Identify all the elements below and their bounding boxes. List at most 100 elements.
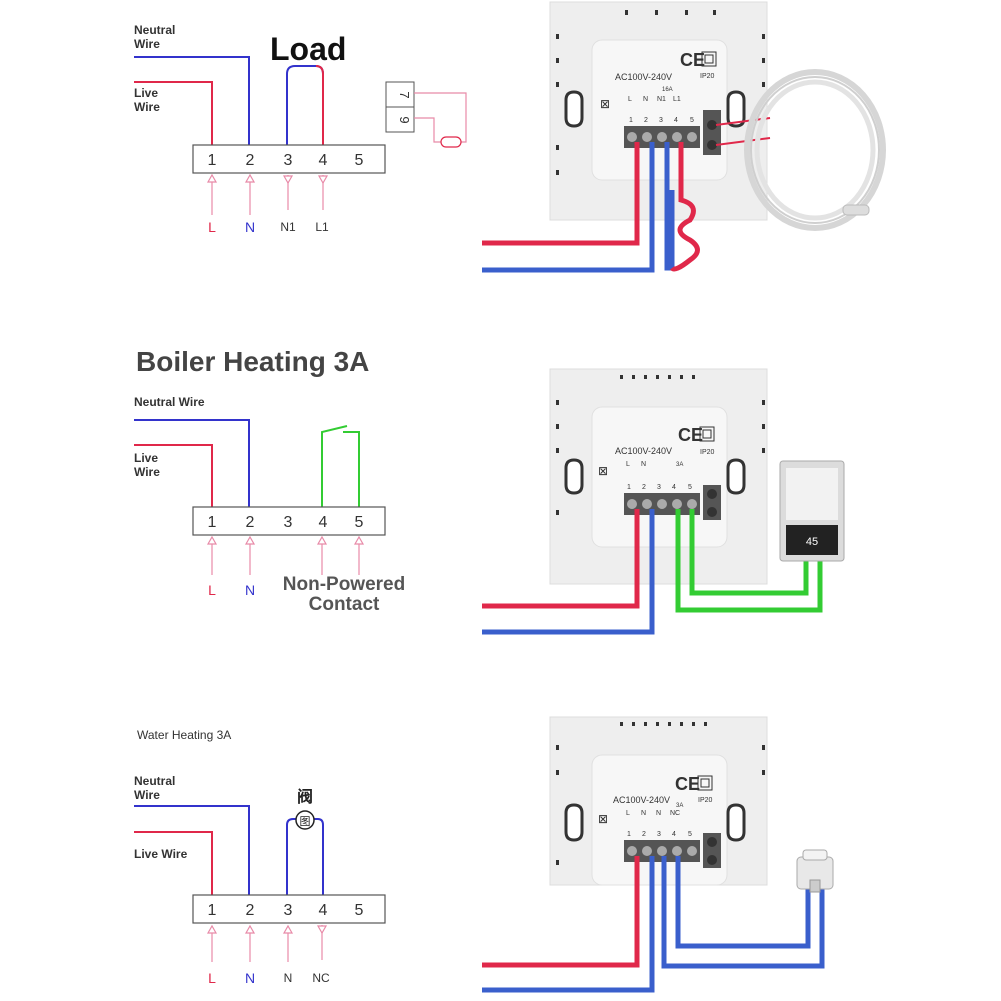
load-loop xyxy=(286,65,324,145)
device-rating-3: 3A xyxy=(676,803,683,809)
terminal-2-3: 3 xyxy=(284,514,293,531)
valve-label-inner: 图 xyxy=(300,815,311,828)
bottom-label-L-3: L xyxy=(208,970,216,986)
bottom-label-N1-1: N1 xyxy=(280,220,296,234)
terminal-1-3: 3 xyxy=(284,152,293,169)
bottom-label-N-3: N xyxy=(245,970,255,986)
dev3-num-3: 3 xyxy=(657,831,661,838)
live-wire-3 xyxy=(134,831,213,895)
live-wire-label-1b: Wire xyxy=(134,100,160,114)
neutral-wire-label-3b: Wire xyxy=(134,788,160,802)
device-voltage-3: AC100V-240V xyxy=(613,795,670,805)
terminal-3-4: 4 xyxy=(319,902,328,919)
sensor-terminal-7: 7 xyxy=(397,91,412,98)
bottom-label-NC-3: NC xyxy=(312,971,330,985)
live-wire-label-2b: Wire xyxy=(134,465,160,479)
bottom-label-L1-1: L1 xyxy=(315,220,329,234)
terminal-block-1 xyxy=(192,144,386,174)
neutral-wire-label-1b: Wire xyxy=(134,37,160,51)
device-rating-1: 16A xyxy=(662,87,673,93)
bottom-label-L-2: L xyxy=(208,582,216,598)
dev1-term-L: L xyxy=(628,96,632,103)
dev2-num-5: 5 xyxy=(688,484,692,491)
terminal-1-2: 2 xyxy=(246,152,255,169)
device-ip-2: IP20 xyxy=(700,449,715,456)
dev2-term-N: N xyxy=(641,461,646,468)
valve-loop xyxy=(286,818,324,895)
dev2-num-4: 4 xyxy=(672,484,676,491)
terminal-1-5: 5 xyxy=(355,152,364,169)
load-loop-red xyxy=(315,65,324,145)
neutral-wire-label-3: Neutral xyxy=(134,774,175,788)
dev3-num-1: 1 xyxy=(627,831,631,838)
device-photo-2: CE AC100V-240V IP20 3A ⊠ L N 1 2 3 4 5 4… xyxy=(482,368,845,635)
valve-icon xyxy=(295,810,315,830)
dev2-num-3: 3 xyxy=(657,484,661,491)
terminal-2-4: 4 xyxy=(319,514,328,531)
terminal-3-3: 3 xyxy=(284,902,293,919)
terminal-1-1: 1 xyxy=(208,152,217,169)
dev1-num-1: 1 xyxy=(629,117,633,124)
dev3-term-N: N xyxy=(641,810,646,817)
dev3-term-NC: NC xyxy=(670,810,680,817)
device-rating-2: 3A xyxy=(676,462,683,468)
bottom-label-N-2: N xyxy=(245,582,255,598)
svg-text:CE: CE xyxy=(680,50,705,70)
live-wire-label-1: Live xyxy=(134,86,158,100)
neutral-wire-label-1: Neutral xyxy=(134,23,175,37)
sensor-cable-coil xyxy=(744,69,886,231)
section-water-schematic: Water Heating 3A Neutral Wire Live Wire … xyxy=(134,728,386,986)
device-voltage-2: AC100V-240V xyxy=(615,446,672,456)
dev1-term-L1: L1 xyxy=(673,96,681,103)
terminal-3-5: 5 xyxy=(355,902,364,919)
bottom-label-L-1: L xyxy=(208,219,216,235)
terminal-1-4: 4 xyxy=(319,152,328,169)
non-powered-contact-label: Non-Powered xyxy=(283,574,405,595)
dev2-num-2: 2 xyxy=(642,484,646,491)
water-title: Water Heating 3A xyxy=(137,728,231,742)
dev2-term-L: L xyxy=(626,461,630,468)
terminal-3-1: 1 xyxy=(208,902,217,919)
dev3-term-L: L xyxy=(626,810,630,817)
terminal-2-2: 2 xyxy=(246,514,255,531)
dev3-term-N1: N xyxy=(656,810,661,817)
valve-label-top: 阀 xyxy=(297,787,313,806)
svg-text:CE: CE xyxy=(675,774,700,794)
non-powered-contact-label-b: Contact xyxy=(309,594,380,615)
dev3-num-5: 5 xyxy=(688,831,692,838)
neutral-wire-1 xyxy=(134,56,250,145)
section-boiler-schematic: Boiler Heating 3A Neutral Wire Live Wire… xyxy=(134,346,405,615)
contact-wire-left xyxy=(321,425,348,507)
load-title: Load xyxy=(270,31,346,67)
bottom-label-N-3b: N xyxy=(284,971,293,985)
live-wire-2 xyxy=(134,444,213,507)
neutral-wire-2 xyxy=(134,419,250,507)
dev1-num-5: 5 xyxy=(690,117,694,124)
live-wire-label-2: Live xyxy=(134,451,158,465)
sensor-wire xyxy=(414,92,467,143)
valve-actuator-icon xyxy=(796,849,834,893)
bottom-label-N-1: N xyxy=(245,219,255,235)
terminal-2-5: 5 xyxy=(355,514,364,531)
sensor-probe-icon xyxy=(440,136,462,148)
svg-text:⊠: ⊠ xyxy=(600,97,610,111)
live-wire-label-3: Live Wire xyxy=(134,847,188,861)
terminal-block-2 xyxy=(192,506,386,536)
device-photo-3: CE AC100V-240V IP20 3A ⊠ L N N NC 1 2 3 … xyxy=(482,716,834,993)
dev2-num-1: 1 xyxy=(627,484,631,491)
svg-text:CE: CE xyxy=(678,425,703,445)
neutral-wire-3 xyxy=(134,805,250,895)
contact-wire-right xyxy=(343,431,360,507)
dev1-num-2: 2 xyxy=(644,117,648,124)
dev1-num-4: 4 xyxy=(674,117,678,124)
sensor-terminal-9: 9 xyxy=(397,116,412,123)
svg-text:⊠: ⊠ xyxy=(598,812,608,826)
dev1-term-N1: N1 xyxy=(657,96,666,103)
device-photo-1: CE AC100V-240V IP20 16A ⊠ L N N1 L1 1 2 … xyxy=(482,1,886,273)
boiler-screen: 45 xyxy=(806,536,818,548)
device-voltage-1: AC100V-240V xyxy=(615,72,672,82)
live-wire-1 xyxy=(134,81,213,145)
neutral-wire-label-2: Neutral Wire xyxy=(134,395,205,409)
terminal-3-2: 2 xyxy=(246,902,255,919)
device-ip-1: IP20 xyxy=(700,73,715,80)
